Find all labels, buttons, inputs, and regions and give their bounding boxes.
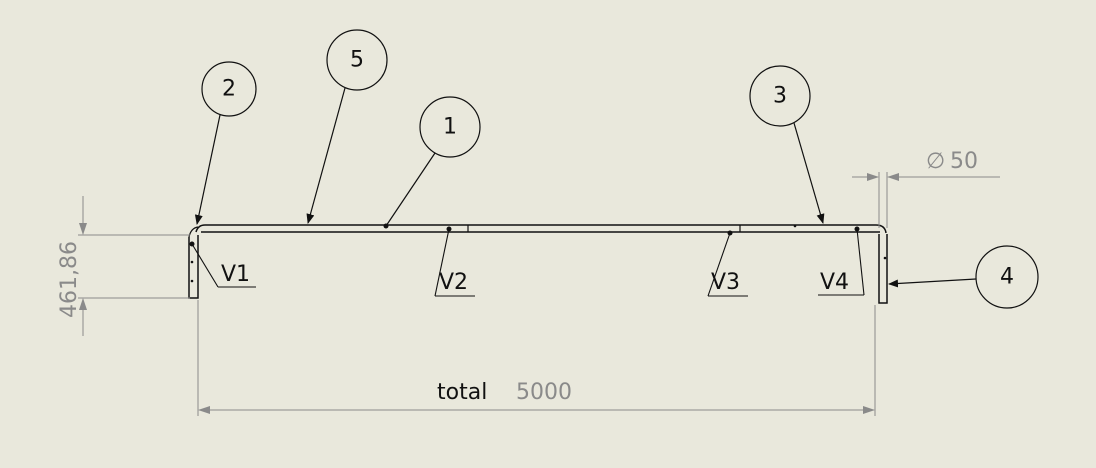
leader-dot — [383, 223, 389, 229]
left-leg — [188, 235, 199, 299]
balloon-circle — [326, 29, 388, 91]
left-leg-bend — [188, 226, 199, 238]
balloon-circle — [419, 96, 481, 158]
vertex-leader — [856, 228, 865, 296]
leader-line — [888, 278, 977, 288]
beam-outer-edge — [195, 224, 887, 234]
vertex-label-v4[interactable]: V4 — [818, 226, 865, 296]
leader-line — [385, 152, 436, 227]
leader-line — [306, 87, 346, 224]
total-dimension[interactable]: total 5000 — [197, 300, 876, 416]
balloon-5[interactable]: 5 — [306, 29, 388, 224]
left-leg-dot — [190, 260, 194, 264]
diameter-value: 50 — [950, 149, 978, 174]
total-prefix: total — [437, 380, 487, 405]
height-value: 461,86 — [57, 241, 82, 318]
balloon-2[interactable]: 2 — [194, 61, 257, 225]
balloon-number: 4 — [1000, 265, 1014, 290]
balloon-number: 5 — [350, 48, 364, 73]
left-leg-dot — [190, 279, 194, 283]
leader-line — [194, 114, 221, 225]
vertex-label-v1[interactable]: V1 — [191, 243, 256, 288]
vertex-label: V4 — [820, 270, 849, 295]
balloon-circle — [749, 65, 811, 127]
vertex-label-v3[interactable]: V3 — [707, 230, 748, 297]
vertex-label: V2 — [439, 270, 468, 295]
balloon-number: 3 — [773, 84, 787, 109]
balloon-number: 2 — [222, 77, 236, 102]
balloon-1[interactable]: 1 — [383, 96, 481, 229]
total-value: 5000 — [516, 380, 572, 405]
vertex-leader — [434, 228, 450, 297]
beam-dot — [793, 224, 797, 228]
balloon-4[interactable]: 4 — [888, 245, 1039, 309]
balloon-3[interactable]: 3 — [749, 65, 825, 224]
vertex-label-v2[interactable]: V2 — [434, 226, 475, 297]
vertex-leader — [707, 232, 731, 297]
right-leg — [878, 234, 888, 304]
beam-assembly — [188, 224, 888, 304]
height-dimension[interactable]: 461,86 — [57, 196, 190, 336]
vertex-leader — [191, 243, 219, 288]
leader-line — [793, 122, 825, 224]
right-leg-dot — [883, 256, 887, 260]
diameter-symbol: ∅ — [926, 149, 945, 174]
vertex-label: V1 — [221, 262, 250, 287]
vertex-label: V3 — [711, 270, 740, 295]
diameter-dimension[interactable]: ∅ 50 — [852, 149, 1000, 228]
balloon-circle — [201, 61, 257, 117]
balloon-circle — [975, 245, 1039, 309]
balloon-number: 1 — [443, 115, 457, 140]
